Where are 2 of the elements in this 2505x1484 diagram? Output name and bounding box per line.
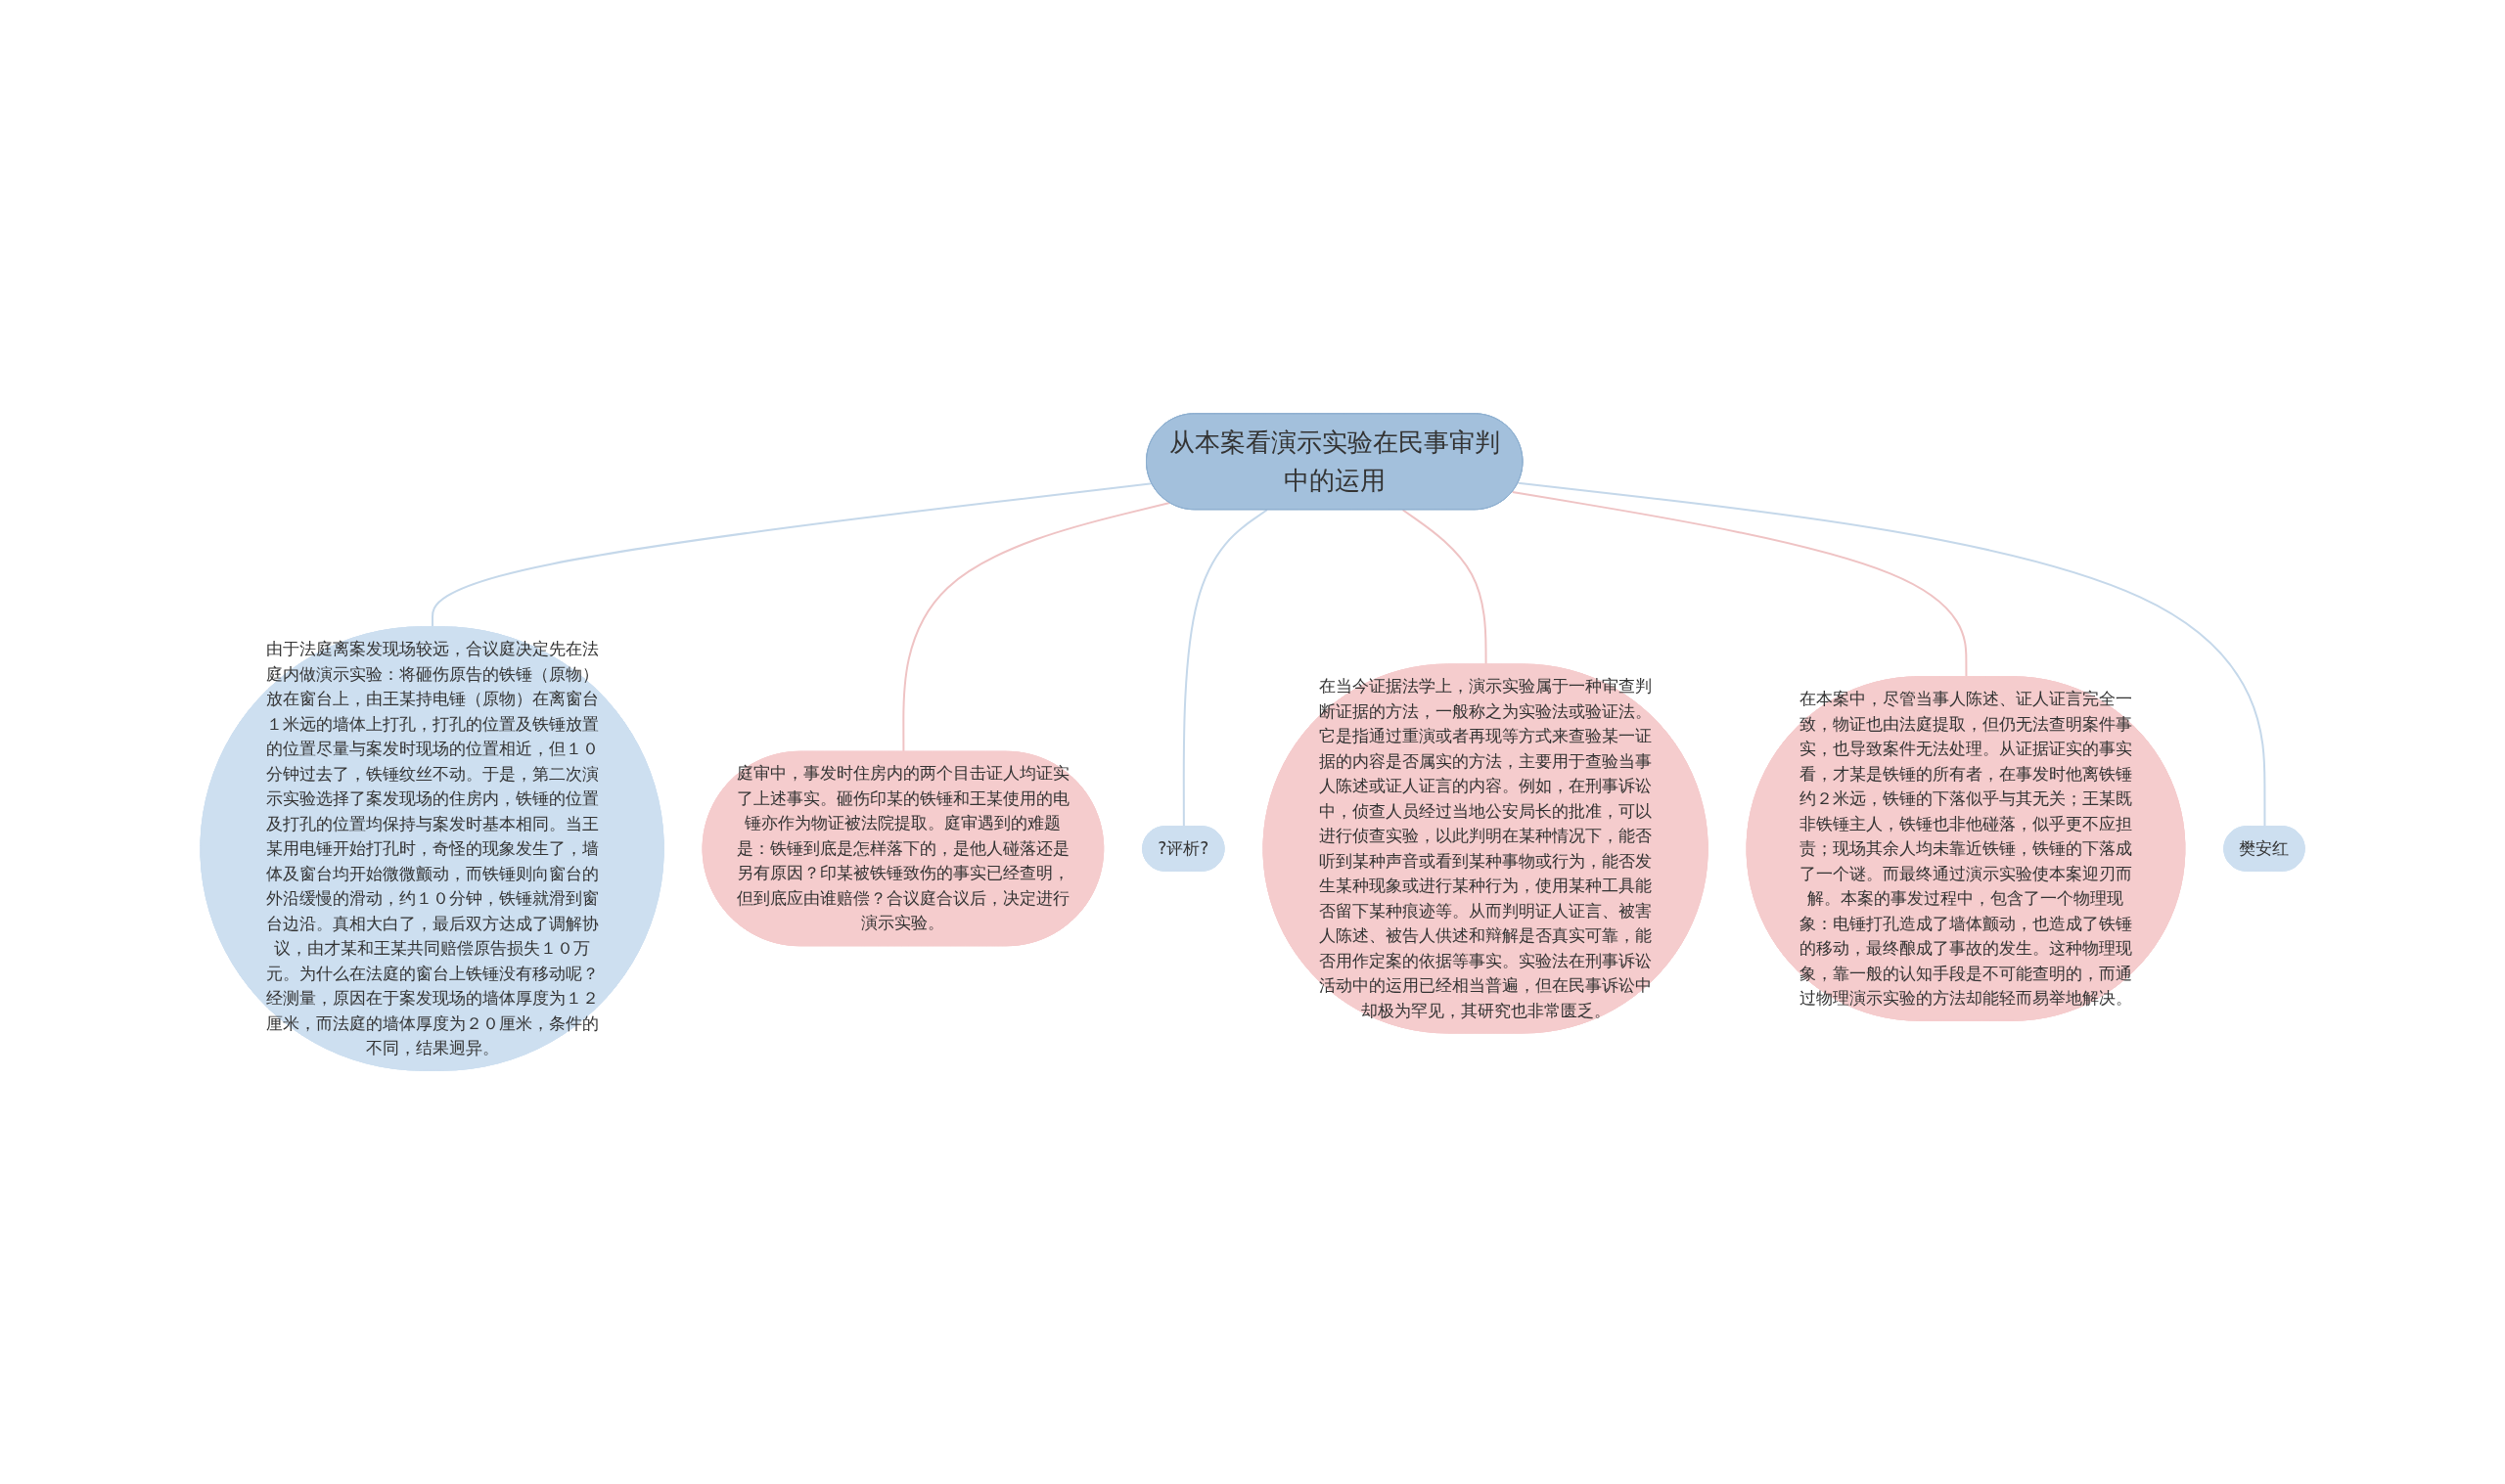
connector	[1401, 509, 1487, 666]
connector	[902, 502, 1171, 753]
